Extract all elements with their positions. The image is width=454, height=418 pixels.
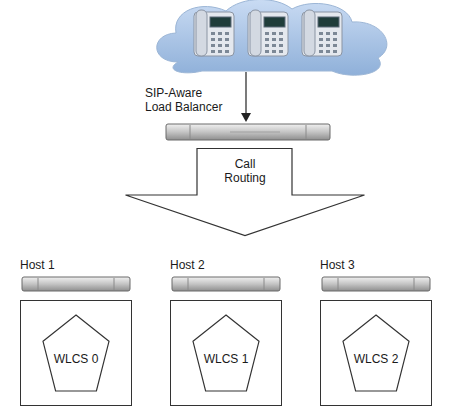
pentagon-shape — [43, 315, 109, 391]
load-balancer-device — [166, 124, 330, 140]
routing-arrow: Call Routing — [125, 148, 365, 236]
phone-icon — [248, 10, 288, 56]
arrow-label: Call Routing — [215, 157, 275, 185]
inbound-arrow-line — [245, 72, 246, 114]
phone-icon — [302, 10, 342, 56]
inbound-arrow-head — [241, 113, 251, 122]
server-pentagon: WLCS 0 — [42, 314, 110, 392]
host-box: Host 1WLCS 0 — [20, 300, 132, 406]
server-label: WLCS 1 — [192, 352, 260, 366]
phone-icon — [194, 10, 234, 56]
network-cloud — [157, 0, 387, 75]
server-label: WLCS 0 — [42, 352, 110, 366]
pentagon-shape — [343, 315, 409, 391]
bigarrow-shape — [126, 149, 365, 236]
host-device — [172, 277, 280, 291]
node-label: SIP-Aware Load Balancer — [145, 86, 230, 114]
server-pentagon: WLCS 2 — [342, 314, 410, 392]
host-box: Host 2WLCS 1 — [170, 300, 282, 406]
host-box: Host 3WLCS 2 — [320, 300, 432, 406]
node-label: Host 1 — [20, 258, 110, 272]
server-pentagon: WLCS 1 — [192, 314, 260, 392]
node-label: Host 2 — [170, 258, 260, 272]
load-balancer-node: SIP-Aware Load Balancer — [165, 123, 331, 141]
node-label: Host 3 — [320, 258, 410, 272]
host-device — [322, 277, 430, 291]
pentagon-shape — [193, 315, 259, 391]
server-label: WLCS 2 — [342, 352, 410, 366]
host-device — [22, 277, 130, 291]
